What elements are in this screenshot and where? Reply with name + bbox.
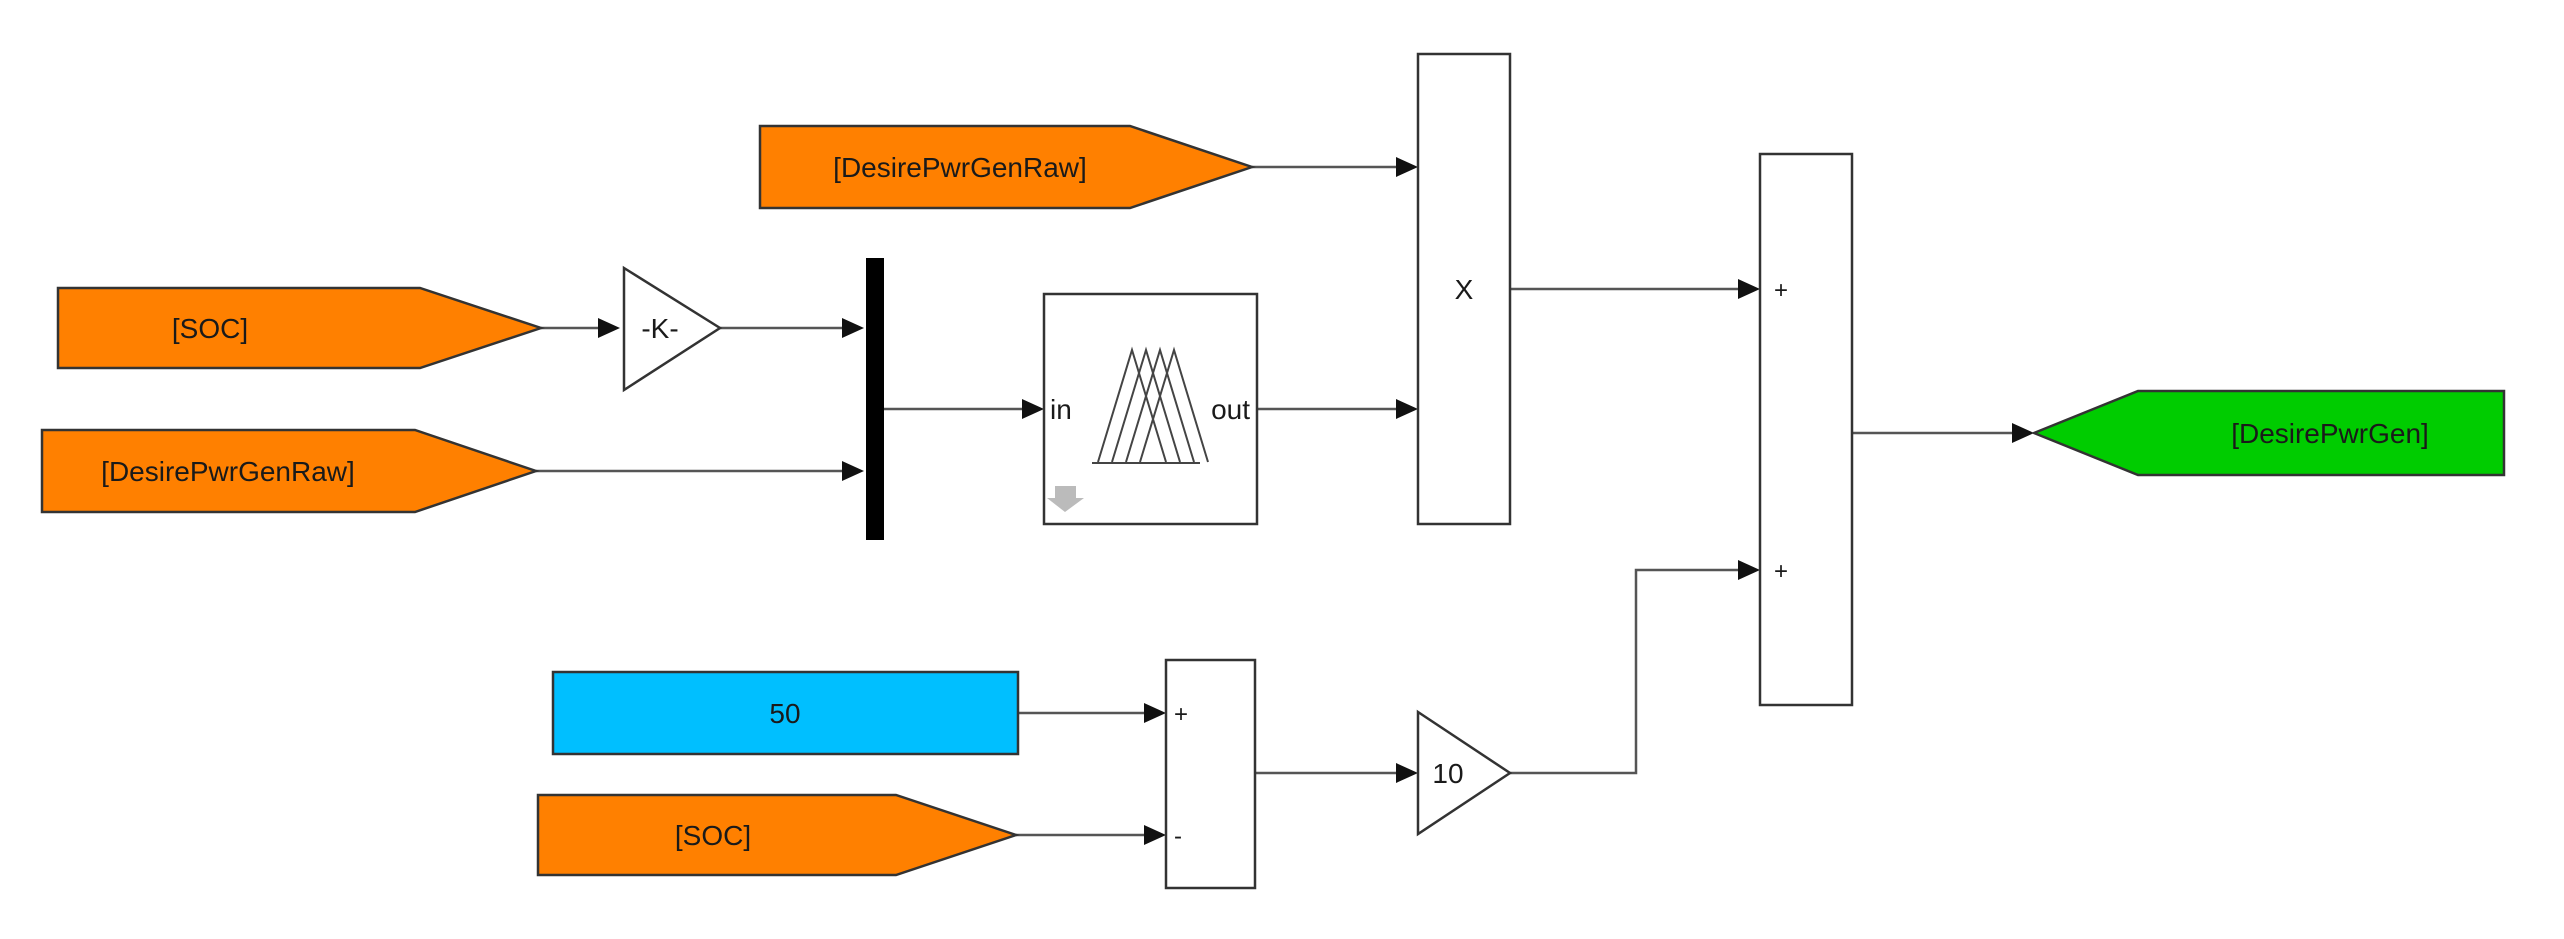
- from-tag-label: [DesirePwrGenRaw]: [101, 456, 355, 487]
- from-tag-shape: [758, 124, 1256, 210]
- from-tag-desirepwrgenraw-mid[interactable]: [DesirePwrGenRaw]: [40, 428, 540, 514]
- arrowhead: [598, 318, 620, 338]
- goto-tag-shape: [2030, 389, 2506, 477]
- arrowhead: [1144, 825, 1166, 845]
- goto-tag-desirepwrgen[interactable]: [DesirePwrGen]: [2030, 389, 2506, 477]
- arrowhead: [2012, 423, 2034, 443]
- product-block[interactable]: X: [1416, 52, 1512, 526]
- gain-label: 10: [1432, 758, 1463, 789]
- from-tag-soc-bottom[interactable]: [SOC]: [536, 793, 1020, 877]
- wires: [536, 165, 2016, 837]
- down-arrow-icon: [1047, 486, 1084, 512]
- constant-block-frame: [551, 670, 1020, 756]
- sum-block-frame: [1758, 152, 1854, 707]
- sum-sign-top: +: [1174, 701, 1188, 728]
- sum-sign-bottom: +: [1774, 558, 1788, 585]
- gain-10-block[interactable]: 10: [1416, 709, 1513, 837]
- sum-block-small[interactable]: + -: [1164, 658, 1257, 890]
- constant-block-50[interactable]: 50: [551, 670, 1020, 756]
- gain-label: -K-: [641, 313, 678, 344]
- constant-value: 50: [769, 698, 800, 729]
- sum-sign-bottom: -: [1174, 823, 1182, 850]
- from-tag-soc-top[interactable]: [SOC]: [56, 286, 545, 370]
- arrowhead: [1396, 763, 1418, 783]
- fuzzy-membership-icon: [1092, 346, 1209, 464]
- mux-block[interactable]: [866, 258, 884, 540]
- from-tag-label: [SOC]: [675, 820, 751, 851]
- fuzzy-logic-controller-block[interactable]: in out: [1042, 292, 1259, 526]
- arrowhead: [1738, 560, 1760, 580]
- arrowhead: [1396, 157, 1418, 177]
- gain-k-block[interactable]: -K-: [622, 265, 723, 393]
- wire-gain10-to-sum: [1510, 568, 1742, 775]
- gain-triangle: [1416, 709, 1513, 837]
- fuzzy-in-port-label: in: [1050, 394, 1072, 425]
- arrowhead: [1144, 703, 1166, 723]
- from-tag-desirepwrgenraw-top[interactable]: [DesirePwrGenRaw]: [758, 124, 1256, 210]
- goto-tag-label: [DesirePwrGen]: [2231, 418, 2429, 449]
- from-tag-shape: [56, 286, 545, 370]
- product-block-frame: [1416, 52, 1512, 526]
- from-tag-label: [SOC]: [172, 313, 248, 344]
- from-tag-shape: [536, 793, 1020, 877]
- sum-block-frame: [1164, 658, 1257, 890]
- arrowhead: [842, 318, 864, 338]
- from-tag-shape: [40, 428, 540, 514]
- gain-triangle: [622, 265, 723, 393]
- sum-block-main[interactable]: + +: [1758, 152, 1854, 707]
- arrowhead: [1738, 279, 1760, 299]
- arrowheads: [598, 157, 2034, 845]
- arrowhead: [842, 461, 864, 481]
- arrowhead: [1396, 399, 1418, 419]
- from-tag-label: [DesirePwrGenRaw]: [833, 152, 1087, 183]
- sum-sign-top: +: [1774, 277, 1788, 304]
- fuzzy-out-port-label: out: [1211, 394, 1250, 425]
- product-label: X: [1455, 274, 1474, 305]
- arrowhead: [1022, 399, 1044, 419]
